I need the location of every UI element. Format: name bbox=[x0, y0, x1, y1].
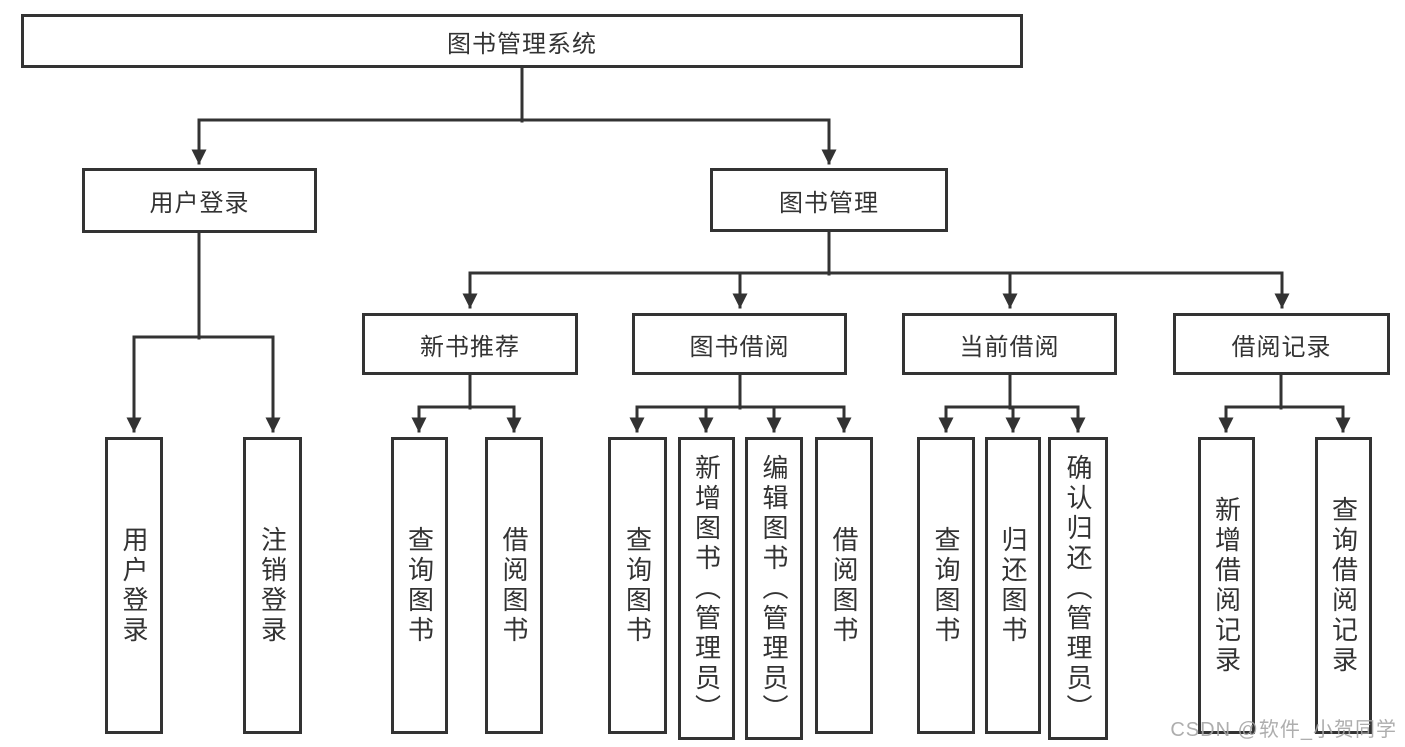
connector-book-borrowing-to-leaves bbox=[629, 373, 852, 433]
leaf-records-query-borrow-record-label: 查询借阅记录 bbox=[1328, 495, 1359, 676]
leaf-borrowing-query-books-label: 查询图书 bbox=[622, 525, 653, 646]
connector-borrowing-records-to-leaves bbox=[1218, 373, 1351, 433]
leaf-current-return-books: 归还图书 bbox=[985, 437, 1041, 734]
node-borrowing-records: 借阅记录 bbox=[1173, 313, 1390, 375]
node-book-borrowing: 图书借阅 bbox=[632, 313, 847, 375]
node-user-login: 用户登录 bbox=[82, 168, 317, 233]
leaf-records-add-borrow-record-label: 新增借阅记录 bbox=[1211, 495, 1242, 676]
leaf-recommendation-borrow-books: 借阅图书 bbox=[485, 437, 543, 734]
leaf-current-confirm-return-admin-label: 确认归还（管理员） bbox=[1063, 453, 1093, 724]
leaf-current-query-books-label: 查询图书 bbox=[931, 525, 961, 646]
node-user-login-label: 用户登录 bbox=[149, 190, 250, 217]
leaf-recommendation-query-books-label: 查询图书 bbox=[404, 525, 435, 646]
connector-current-borrowing-to-leaves bbox=[938, 373, 1086, 433]
leaf-borrowing-query-books: 查询图书 bbox=[608, 437, 667, 734]
leaf-current-return-books-label: 归还图书 bbox=[998, 525, 1028, 646]
connector-root-to-level2 bbox=[191, 66, 837, 165]
node-new-book-recommendation: 新书推荐 bbox=[362, 313, 578, 375]
leaf-borrowing-edit-books-admin-label: 编辑图书（管理员） bbox=[759, 453, 789, 724]
node-borrowing-records-label: 借阅记录 bbox=[1231, 333, 1332, 361]
node-root-label: 图书管理系统 bbox=[447, 30, 597, 58]
leaf-borrowing-add-books-admin: 新增图书（管理员） bbox=[678, 437, 735, 740]
csdn-watermark: CSDN @软件_小贺同学 bbox=[1170, 719, 1397, 741]
leaf-borrowing-edit-books-admin: 编辑图书（管理员） bbox=[745, 437, 803, 740]
leaf-user-login-label: 用户登录 bbox=[119, 525, 149, 646]
node-root: 图书管理系统 bbox=[21, 14, 1023, 68]
node-book-management: 图书管理 bbox=[710, 168, 948, 232]
leaf-recommendation-borrow-books-label: 借阅图书 bbox=[499, 525, 529, 646]
leaf-current-query-books: 查询图书 bbox=[917, 437, 975, 734]
leaf-borrowing-add-books-admin-label: 新增图书（管理员） bbox=[691, 453, 722, 724]
connector-user-login-to-leaves bbox=[126, 231, 281, 433]
leaf-logout: 注销登录 bbox=[243, 437, 302, 734]
leaf-current-confirm-return-admin: 确认归还（管理员） bbox=[1048, 437, 1108, 740]
leaf-borrowing-borrow-books-label: 借阅图书 bbox=[829, 525, 859, 646]
connector-new-book-recommendation-to-leaves bbox=[411, 373, 522, 433]
node-new-book-recommendation-label: 新书推荐 bbox=[420, 333, 520, 361]
leaf-borrowing-borrow-books: 借阅图书 bbox=[815, 437, 873, 734]
node-current-borrowing-label: 当前借阅 bbox=[959, 333, 1060, 361]
node-book-management-label: 图书管理 bbox=[779, 189, 879, 217]
leaf-logout-label: 注销登录 bbox=[257, 525, 288, 646]
node-book-borrowing-label: 图书借阅 bbox=[689, 333, 790, 361]
leaf-user-login: 用户登录 bbox=[105, 437, 163, 734]
leaf-recommendation-query-books: 查询图书 bbox=[391, 437, 448, 734]
leaf-records-add-borrow-record: 新增借阅记录 bbox=[1198, 437, 1255, 734]
leaf-records-query-borrow-record: 查询借阅记录 bbox=[1315, 437, 1372, 734]
node-current-borrowing: 当前借阅 bbox=[902, 313, 1117, 375]
connector-book-management-to-level3 bbox=[462, 230, 1290, 309]
